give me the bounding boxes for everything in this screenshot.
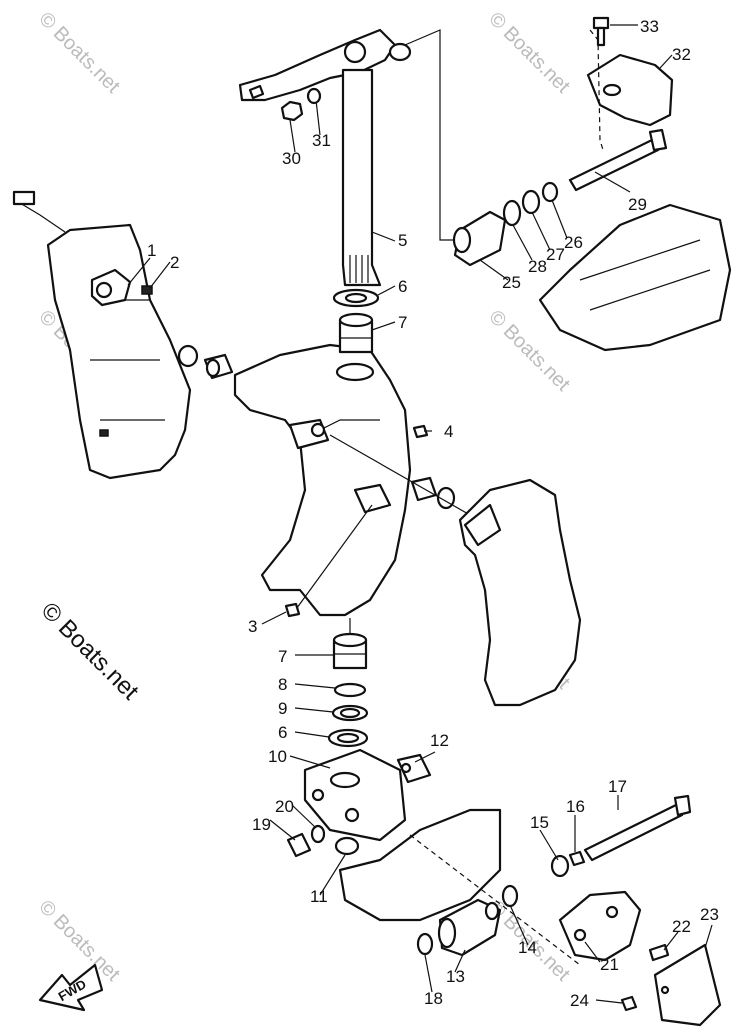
callout-5: 5	[398, 231, 407, 250]
watermark-main: © Boats.net	[36, 597, 144, 705]
bolt-22	[648, 943, 670, 962]
washer-9	[331, 704, 369, 722]
callout-21: 21	[600, 955, 619, 974]
callout-12: 12	[430, 731, 449, 750]
callout-14: 14	[518, 938, 537, 957]
left-clamp-bracket	[12, 190, 192, 480]
washer-14	[501, 884, 519, 908]
callout-30: 30	[282, 149, 301, 168]
callout-6-upper: 6	[398, 277, 407, 296]
lower-mount-housing	[303, 748, 407, 842]
lower-bracket-plate	[338, 808, 581, 966]
callout-15: 15	[530, 813, 549, 832]
callout-23: 23	[700, 905, 719, 924]
bolt-33	[592, 16, 610, 47]
callout-8: 8	[278, 675, 287, 694]
engine-upper-case	[538, 203, 732, 352]
right-pivot-parts	[329, 434, 471, 516]
callout-13: 13	[446, 967, 465, 986]
bolt-4	[412, 424, 429, 439]
callout-26: 26	[564, 233, 583, 252]
plug-connector	[12, 190, 36, 206]
callout-16: 16	[566, 797, 585, 816]
ring-11	[334, 836, 360, 856]
lower-mount-rubber	[437, 898, 502, 957]
nut-16	[568, 850, 586, 867]
steering-shaft	[341, 68, 382, 287]
callout-numbers: 1 2 3 4 5 6 7 7 8 9 6 10 11 12 13 14 15 …	[147, 17, 719, 1010]
fwd-arrow: FWD	[38, 963, 104, 1012]
washer-26	[541, 181, 559, 203]
watermark-top-right: © Boats.net	[484, 8, 574, 98]
callout-32: 32	[672, 45, 691, 64]
swivel-bracket	[233, 343, 412, 617]
through-bolt-29	[568, 128, 668, 192]
washer-31	[306, 87, 322, 105]
callout-19: 19	[252, 815, 271, 834]
callout-25: 25	[502, 273, 521, 292]
nut-24	[620, 995, 638, 1012]
screw-3	[284, 504, 373, 618]
callout-22: 22	[672, 917, 691, 936]
bracket-12	[396, 753, 432, 784]
trim-sensor	[90, 268, 153, 307]
washer-18	[416, 932, 434, 956]
callout-2: 2	[170, 253, 179, 272]
callout-28: 28	[528, 257, 547, 276]
callout-6-lower: 6	[278, 723, 287, 742]
lower-bushing-7	[332, 618, 368, 670]
callout-31: 31	[312, 131, 331, 150]
callout-11: 11	[310, 887, 328, 906]
callout-18: 18	[424, 989, 443, 1008]
upper-mount-rubber	[452, 210, 507, 267]
washer-20	[310, 824, 326, 844]
leader-lines	[127, 24, 713, 1004]
washer-6-lower	[327, 728, 369, 748]
right-clamp-bracket	[458, 478, 582, 707]
washer-15	[550, 854, 570, 878]
washer-27	[521, 189, 541, 215]
watermark-top-left: © Boats.net	[34, 8, 124, 98]
o-ring-8	[333, 682, 367, 698]
bracket-21	[558, 890, 642, 962]
callout-24: 24	[570, 991, 589, 1010]
steering-arm	[238, 28, 412, 102]
upper-washer-6	[332, 288, 380, 308]
upper-bushing-7	[338, 312, 374, 354]
callout-20: 20	[275, 797, 294, 816]
callout-9: 9	[278, 699, 287, 718]
reference-lines	[404, 29, 604, 241]
cover-23	[653, 943, 722, 1027]
callout-7-lower: 7	[278, 647, 287, 666]
callout-33: 33	[640, 17, 659, 36]
bolt-17	[583, 794, 692, 862]
callout-1: 1	[147, 241, 156, 260]
washer-28	[502, 199, 522, 227]
callout-4: 4	[444, 422, 453, 441]
bracket-32	[586, 53, 674, 127]
callout-7-upper: 7	[398, 313, 407, 332]
left-pivot-parts	[177, 344, 234, 380]
watermark-bottom-left: © Boats.net	[34, 896, 124, 986]
callout-17: 17	[608, 777, 627, 796]
nut-30	[280, 100, 304, 122]
callout-10: 10	[268, 747, 287, 766]
callout-27: 27	[546, 245, 565, 264]
callout-29: 29	[628, 195, 647, 214]
callout-3: 3	[248, 617, 257, 636]
